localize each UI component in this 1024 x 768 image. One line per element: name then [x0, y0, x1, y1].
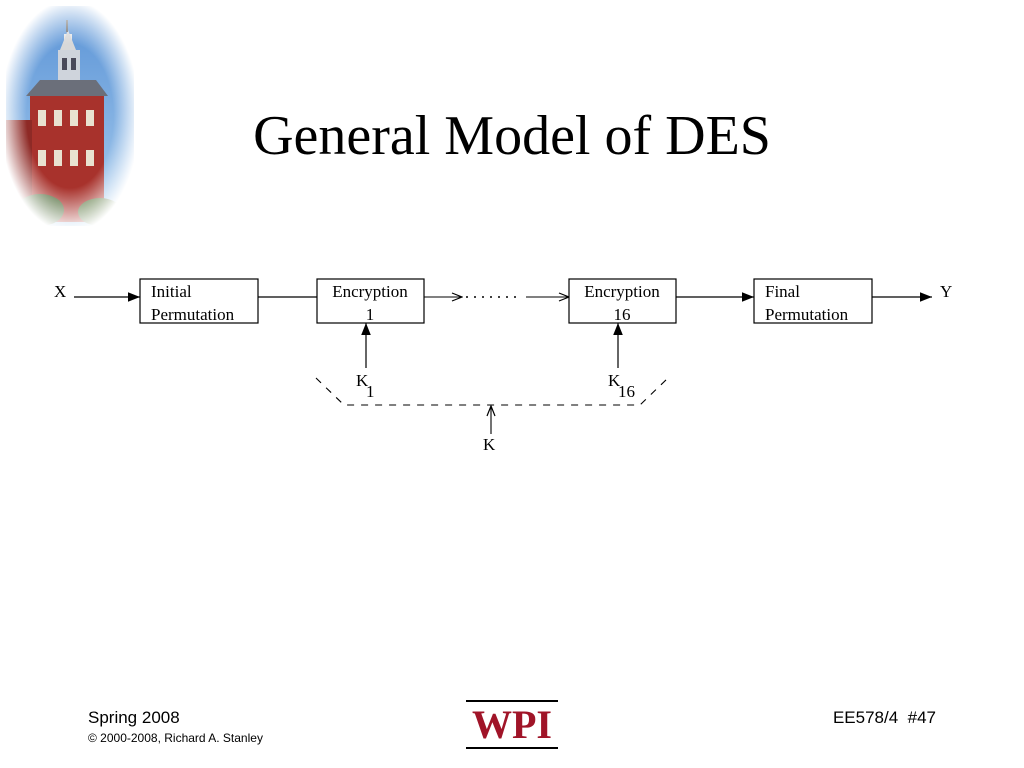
- encryption-1-box: Encryption 1: [316, 278, 425, 324]
- wpi-logo: WPI: [466, 700, 558, 749]
- slide-title: General Model of DES: [253, 105, 771, 167]
- subkey-k16-label: K 16: [608, 371, 635, 401]
- subkey-k1-letter: K: [356, 371, 369, 390]
- wpi-logo-text: WPI: [472, 702, 552, 747]
- campus-building-image: [0, 0, 140, 232]
- footer-course-slide-number: EE578/4 #47: [832, 708, 936, 727]
- initial-permutation-line2: Permutation: [151, 305, 235, 324]
- encryption-1-line1: Encryption: [332, 282, 408, 301]
- input-label-x: X: [54, 282, 66, 301]
- subkey-k1-subscript: 1: [366, 382, 375, 401]
- subkey-k16-subscript: 16: [618, 382, 635, 401]
- encryption-16-box: Encryption 16: [568, 278, 677, 324]
- footer-term: Spring 2008: [88, 708, 180, 727]
- final-permutation-line2: Permutation: [765, 305, 849, 324]
- subkey-k16-letter: K: [608, 371, 621, 390]
- initial-permutation-box: Initial Permutation: [139, 278, 259, 324]
- footer-left: Spring 2008 © 2000-2008, Richard A. Stan…: [88, 708, 263, 746]
- encryption-16-line2: 16: [614, 305, 631, 324]
- output-label-y: Y: [940, 282, 952, 301]
- key-label-k: K: [483, 435, 496, 454]
- final-permutation-line1: Final: [765, 282, 800, 301]
- encryption-16-line1: Encryption: [584, 282, 660, 301]
- footer-copyright: © 2000-2008, Richard A. Stanley: [88, 731, 263, 745]
- subkey-k1-label: K 1: [356, 371, 375, 401]
- final-permutation-box: Final Permutation: [753, 278, 873, 324]
- initial-permutation-line1: Initial: [151, 282, 192, 301]
- encryption-1-line2: 1: [366, 305, 375, 324]
